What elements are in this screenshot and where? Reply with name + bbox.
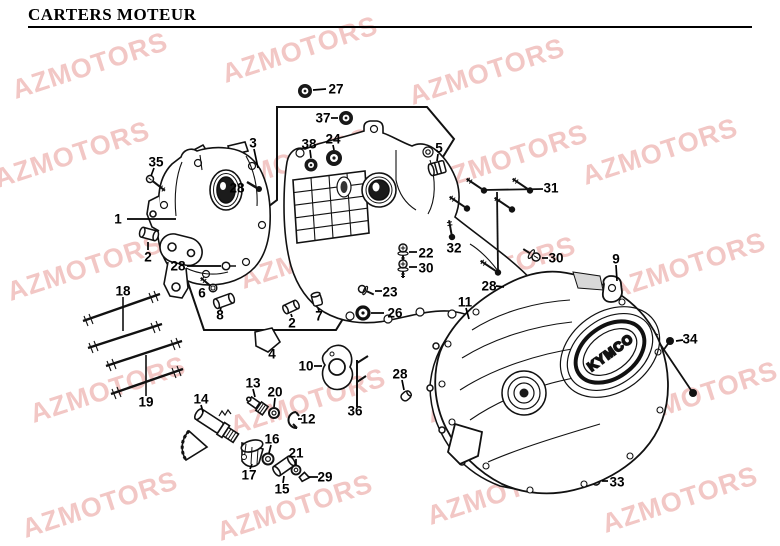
part-17-bevel-gear bbox=[240, 439, 264, 468]
part-32-screw bbox=[446, 220, 456, 241]
part-2-bushing-right bbox=[282, 299, 300, 315]
part-label-29: 29 bbox=[317, 470, 332, 485]
part-label-21: 21 bbox=[288, 446, 304, 461]
cover-bearing-boss bbox=[501, 370, 547, 416]
part-29-pin bbox=[298, 471, 311, 483]
part-label-30: 30 bbox=[548, 251, 563, 266]
part-5-bushing bbox=[427, 159, 447, 177]
kickstart-parts bbox=[180, 344, 369, 483]
transmission-cover: KYMCO bbox=[434, 270, 669, 495]
part-13-gear-shaft bbox=[246, 395, 270, 416]
part-28-bolt-left bbox=[221, 261, 236, 271]
part-label-2: 2 bbox=[144, 250, 152, 265]
part-9-clamp bbox=[601, 275, 623, 303]
part-label-26: 26 bbox=[387, 306, 403, 321]
part-12-clip bbox=[287, 411, 300, 429]
part-label-28: 28 bbox=[392, 367, 408, 382]
part-label-19: 19 bbox=[138, 395, 153, 410]
part-number-labels: 1223456789101112131415161718192021222324… bbox=[114, 82, 698, 497]
part-label-30: 30 bbox=[418, 261, 433, 276]
part-label-8: 8 bbox=[216, 308, 224, 323]
part-23-bolt bbox=[357, 284, 375, 296]
part-30-screw-right bbox=[522, 248, 541, 262]
part-36-bracket bbox=[356, 355, 369, 407]
part-label-31: 31 bbox=[543, 181, 559, 196]
part-label-17: 17 bbox=[241, 468, 256, 483]
part-14-kick-spindle bbox=[180, 408, 240, 462]
part-label-28: 28 bbox=[170, 259, 186, 274]
right-crankcase-half bbox=[254, 120, 555, 353]
part-label-34: 34 bbox=[682, 332, 698, 347]
part-label-5: 5 bbox=[435, 141, 443, 156]
part-15-spacer bbox=[272, 455, 296, 477]
part-label-6: 6 bbox=[198, 286, 206, 301]
part-28-grommet-bottom bbox=[400, 390, 413, 402]
part-label-18: 18 bbox=[115, 284, 131, 299]
part-label-7: 7 bbox=[315, 309, 323, 324]
part-label-2: 2 bbox=[288, 316, 296, 331]
part-35-screw bbox=[145, 174, 166, 192]
bolt-28a bbox=[246, 180, 262, 192]
part-label-20: 20 bbox=[267, 385, 282, 400]
part-24-seal bbox=[326, 150, 342, 166]
part-30-screw-left bbox=[397, 259, 409, 278]
part-label-35: 35 bbox=[148, 155, 164, 170]
part-7-plug bbox=[310, 291, 324, 307]
part-26-seal bbox=[355, 305, 371, 321]
part-label-38: 38 bbox=[301, 137, 317, 152]
part-6-bolt bbox=[200, 276, 218, 293]
part-label-11: 11 bbox=[458, 295, 473, 310]
part-label-24: 24 bbox=[325, 132, 341, 147]
part-label-12: 12 bbox=[300, 412, 315, 427]
part-label-10: 10 bbox=[298, 359, 313, 374]
part-label-22: 22 bbox=[418, 246, 433, 261]
crankcase-studs bbox=[82, 290, 184, 400]
part-label-28: 28 bbox=[481, 279, 497, 294]
part-27-seal bbox=[298, 84, 312, 98]
part-31-bolt-cluster bbox=[449, 177, 544, 276]
part-label-37: 37 bbox=[315, 111, 330, 126]
part-label-15: 15 bbox=[274, 482, 290, 497]
part-38-seal bbox=[304, 158, 318, 172]
part-10-plate bbox=[321, 344, 354, 391]
oil-seals bbox=[298, 84, 353, 172]
leader-lines bbox=[127, 88, 684, 484]
part-label-13: 13 bbox=[245, 376, 261, 391]
part-label-36: 36 bbox=[347, 404, 363, 419]
part-label-9: 9 bbox=[612, 252, 620, 267]
left-crankcase-half bbox=[146, 141, 271, 299]
part-label-32: 32 bbox=[446, 241, 461, 256]
kymco-badge: KYMCO bbox=[559, 306, 661, 398]
part-label-1: 1 bbox=[114, 212, 122, 227]
part-37-seal bbox=[339, 111, 353, 125]
part-label-3: 3 bbox=[249, 136, 257, 151]
part-label-28: 28 bbox=[229, 181, 245, 196]
part-label-33: 33 bbox=[609, 475, 625, 490]
title-underline bbox=[28, 26, 752, 28]
part-8-bushing bbox=[212, 292, 236, 310]
part-label-27: 27 bbox=[328, 82, 343, 97]
part-label-14: 14 bbox=[193, 392, 209, 407]
part-label-4: 4 bbox=[268, 347, 276, 362]
part-label-16: 16 bbox=[264, 432, 280, 447]
part-2-bushing-left bbox=[138, 226, 160, 242]
part-label-23: 23 bbox=[382, 285, 398, 300]
page-title: CARTERS MOTEUR bbox=[28, 5, 197, 24]
